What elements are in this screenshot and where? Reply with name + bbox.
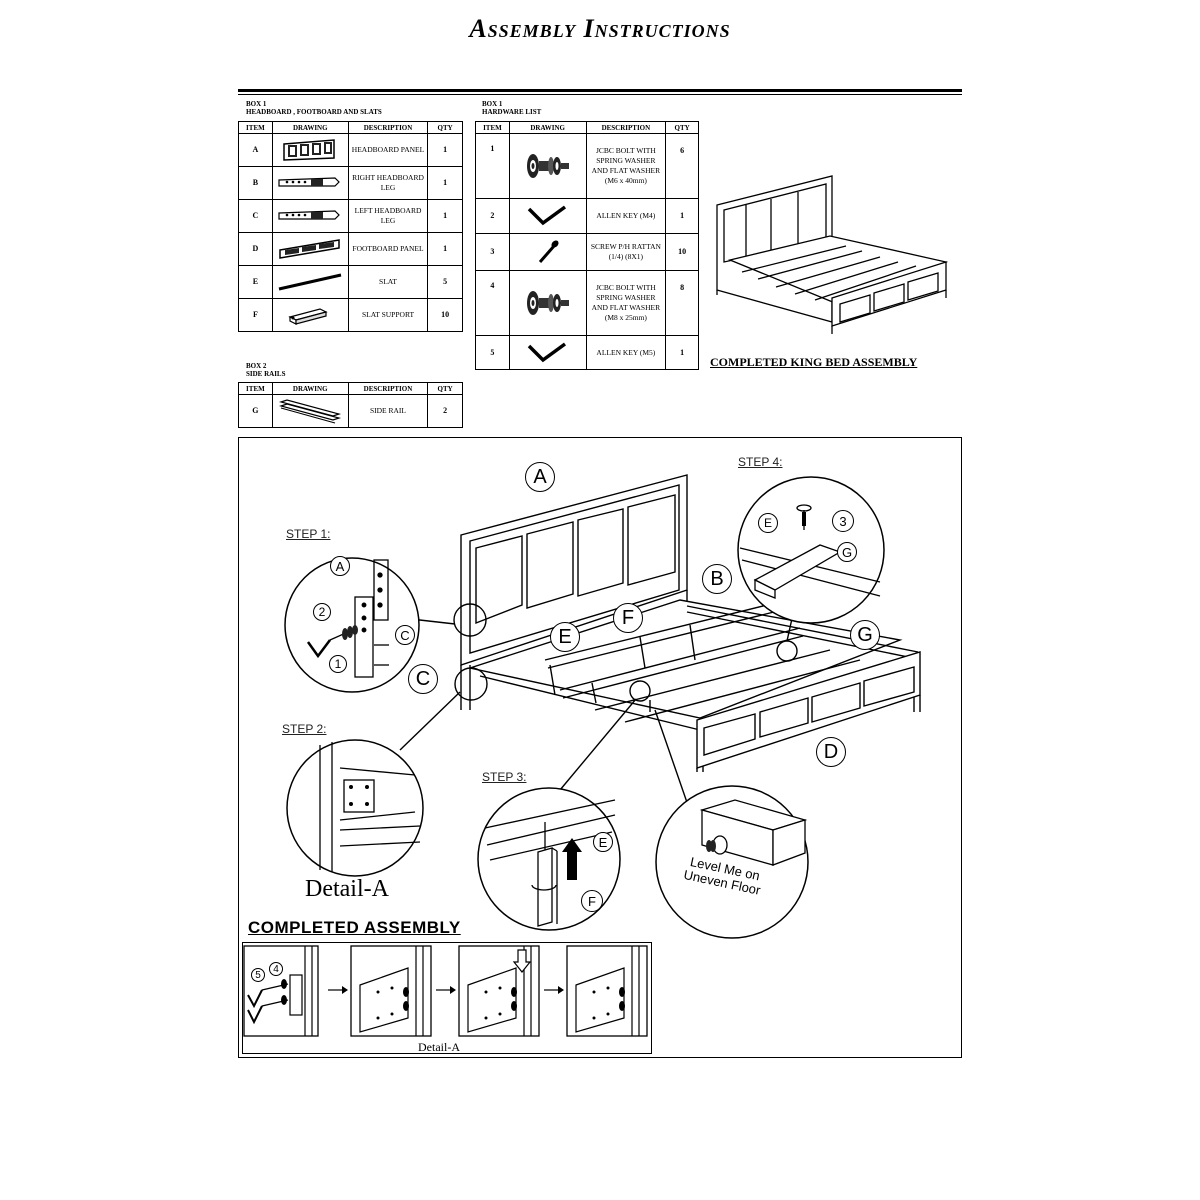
callout-a: A: [525, 462, 555, 492]
callout-b: B: [702, 564, 732, 594]
item-description: SLAT SUPPORT: [347, 298, 429, 332]
completed-detail-label: Detail-A: [418, 1040, 460, 1054]
item-qty: 10: [427, 298, 463, 332]
item-id: 5: [475, 335, 510, 370]
box2-caption: BOX 2 SIDE RAILS: [246, 362, 286, 378]
item-id: D: [238, 232, 273, 266]
table-row: 4 JCBC BOLT WITH SPRING WASHER AND FLAT …: [475, 270, 699, 336]
callout-g-step4: G: [837, 542, 857, 562]
item-description: RIGHT HEADBOARD LEG: [347, 166, 429, 200]
footboard-panel-icon: [271, 232, 349, 266]
callout-5: 5: [251, 968, 265, 982]
step2-label: STEP 2:: [282, 722, 327, 736]
callout-1: 1: [329, 655, 347, 673]
table-header-row: ITEM DRAWING DESCRIPTION QTY: [475, 121, 699, 134]
box2-table: ITEM DRAWING DESCRIPTION QTY G SIDE RAIL…: [238, 382, 463, 428]
item-qty: 1: [665, 198, 699, 234]
item-id: B: [238, 166, 273, 200]
detail-a-label: Detail-A: [305, 876, 389, 902]
step4-label: STEP 4:: [738, 455, 783, 469]
box1-parts-table: ITEM DRAWING DESCRIPTION QTY A HEADBOARD…: [238, 121, 463, 332]
page-title: Assembly Instructions: [469, 14, 731, 43]
item-description: ALLEN KEY (M5): [585, 335, 667, 370]
screw-icon: [508, 233, 587, 271]
table-row: E SLAT 5: [238, 265, 463, 299]
callout-f: F: [613, 603, 643, 633]
step3-label: STEP 3:: [482, 770, 527, 784]
item-qty: 2: [427, 394, 463, 428]
item-qty: 1: [427, 166, 463, 200]
callout-2: 2: [313, 603, 331, 621]
table-row: G SIDE RAIL 2: [238, 394, 463, 428]
title-rule-thin: [238, 94, 962, 95]
completed-assembly-heading: COMPLETED ASSEMBLY: [248, 918, 461, 937]
allen-key-icon: [508, 335, 587, 370]
slat-icon: [271, 265, 349, 299]
item-description: SIDE RAIL: [347, 394, 429, 428]
completed-assembly-frame: [242, 942, 652, 1054]
item-qty: 1: [427, 199, 463, 233]
callout-g: G: [850, 620, 880, 650]
table-row: 5 ALLEN KEY (M5) 1: [475, 335, 699, 370]
bolt-icon: [508, 133, 587, 199]
table-header-row: ITEM DRAWING DESCRIPTION QTY: [238, 382, 463, 395]
box1-hardware-table: ITEM DRAWING DESCRIPTION QTY 1 JCBC BOLT…: [475, 121, 699, 370]
callout-e: E: [550, 622, 580, 652]
table-row: 1 JCBC BOLT WITH SPRING WASHER AND FLAT …: [475, 133, 699, 199]
callout-d: D: [816, 737, 846, 767]
box1-hardware-caption: BOX 1 HARDWARE LIST: [482, 100, 542, 116]
item-description: JCBC BOLT WITH SPRING WASHER AND FLAT WA…: [585, 270, 667, 336]
item-qty: 5: [427, 265, 463, 299]
table-row: C LEFT HEADBOARD LEG 1: [238, 199, 463, 233]
assembly-diagram-frame: [238, 437, 962, 1058]
callout-3: 3: [832, 510, 854, 532]
headboard-panel-icon: [271, 133, 349, 167]
callout-e-step3: E: [593, 832, 613, 852]
bolt-icon: [508, 270, 587, 336]
table-row: 3 SCREW P/H RATTAN (1/4) (8X1) 10: [475, 233, 699, 271]
callout-4: 4: [269, 962, 283, 976]
slat-support-icon: [271, 298, 349, 332]
king-bed-caption: COMPLETED KING BED ASSEMBLY: [710, 355, 918, 369]
table-row: F SLAT SUPPORT 10: [238, 298, 463, 332]
step1-label: STEP 1:: [286, 527, 331, 541]
item-qty: 10: [665, 233, 699, 271]
item-description: LEFT HEADBOARD LEG: [347, 199, 429, 233]
table-row: A HEADBOARD PANEL 1: [238, 133, 463, 167]
item-qty: 6: [665, 133, 699, 199]
callout-e-step4: E: [758, 513, 778, 533]
item-qty: 1: [665, 335, 699, 370]
item-description: HEADBOARD PANEL: [347, 133, 429, 167]
box1-parts-caption: BOX 1 HEADBOARD , FOOTBOARD AND SLATS: [246, 100, 382, 116]
item-qty: 1: [427, 133, 463, 167]
item-description: JCBC BOLT WITH SPRING WASHER AND FLAT WA…: [585, 133, 667, 199]
callout-a-small: A: [330, 556, 350, 576]
callout-c-small: C: [395, 625, 415, 645]
side-rail-icon: [271, 394, 349, 428]
item-qty: 8: [665, 270, 699, 336]
title-rule: [238, 89, 962, 92]
item-id: E: [238, 265, 273, 299]
left-leg-icon: [271, 199, 349, 233]
item-description: FOOTBOARD PANEL: [347, 232, 429, 266]
callout-f-step3: F: [581, 890, 603, 912]
callout-c: C: [408, 664, 438, 694]
item-description: SLAT: [347, 265, 429, 299]
